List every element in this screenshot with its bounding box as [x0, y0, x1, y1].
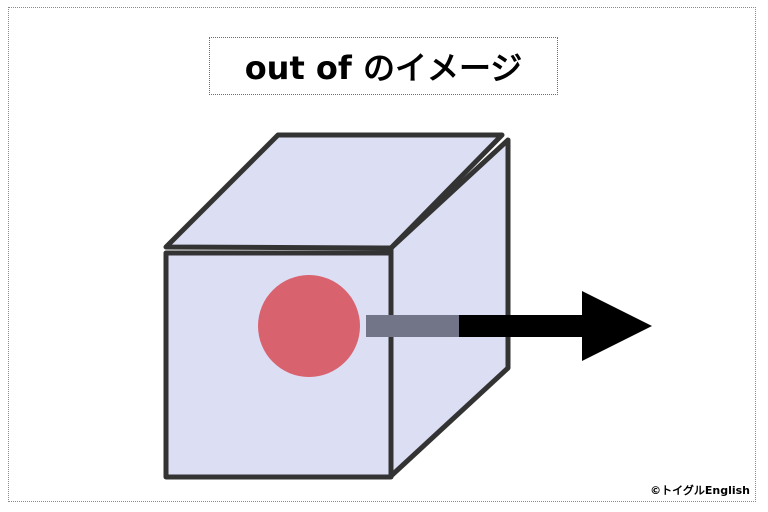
arrow-head: [582, 291, 652, 361]
cube-top-face: [163, 132, 505, 251]
arrow-shaft-outside: [459, 315, 584, 337]
outer-border: [8, 7, 756, 502]
credit-text: ©トイグルEnglish: [650, 484, 750, 497]
title-box: out of のイメージ: [209, 37, 558, 95]
page-title: out of のイメージ: [244, 49, 523, 87]
arrow-shaft-inside: [366, 315, 459, 337]
ball-circle: [258, 275, 360, 377]
